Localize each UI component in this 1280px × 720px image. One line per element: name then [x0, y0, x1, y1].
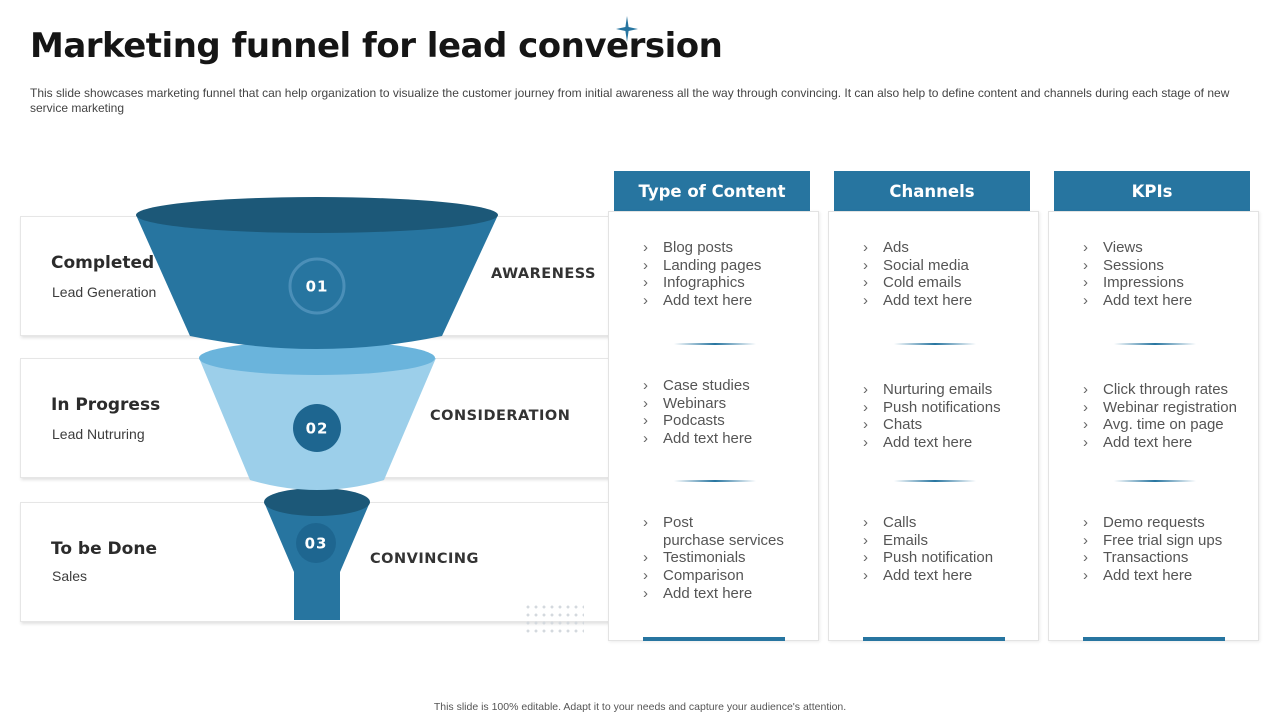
list-item: purchase services	[663, 531, 784, 549]
footer-note: This slide is 100% editable. Adapt it to…	[433, 701, 847, 713]
list-item: Free trial sign ups	[1083, 532, 1222, 550]
list-item: Add text here	[863, 292, 972, 310]
item-list: Demo requests Free trial sign ups Transa…	[1083, 514, 1222, 585]
item-list: Blog posts Landing pages Infographics Ad…	[643, 239, 761, 310]
list-item: Click through rates	[1083, 381, 1237, 399]
stage-status: To be Done	[51, 539, 157, 559]
divider	[674, 480, 756, 482]
list-item: Webinar registration	[1083, 399, 1237, 417]
funnel-stage-01: 01	[136, 197, 498, 349]
item-list: Nurturing emails Push notifications Chat…	[863, 381, 1001, 452]
column-card-content-type: Blog posts Landing pages Infographics Ad…	[608, 211, 819, 641]
list-item: Add text here	[643, 585, 784, 603]
list-item: Add text here	[863, 567, 993, 585]
list-item: Transactions	[1083, 549, 1222, 567]
column-card-channels: Ads Social media Cold emails Add text he…	[828, 211, 1039, 641]
item-list: Click through rates Webinar registration…	[1083, 381, 1237, 452]
list-item: Add text here	[1083, 292, 1192, 310]
list-item: Demo requests	[1083, 514, 1222, 532]
list-item: Push notifications	[863, 399, 1001, 417]
item-list: Ads Social media Cold emails Add text he…	[863, 239, 972, 310]
funnel-diagram: 03 02 01	[136, 197, 498, 620]
item-list: Post purchase services Testimonials Comp…	[643, 514, 784, 603]
list-item: Impressions	[1083, 274, 1192, 292]
list-item: Views	[1083, 239, 1192, 257]
list-item: Add text here	[863, 434, 1001, 452]
column-header-channels: Channels	[834, 171, 1030, 211]
funnel-stage-03: 03	[264, 488, 370, 620]
list-item: Add text here	[643, 430, 752, 448]
column-card-kpis: Views Sessions Impressions Add text here…	[1048, 211, 1259, 641]
list-item: Social media	[863, 257, 972, 275]
stage-description: Lead Nutruring	[52, 426, 145, 442]
column-accent-bar	[643, 637, 785, 641]
stage-number-badge	[296, 523, 336, 563]
list-item: Comparison	[643, 567, 784, 585]
item-list: Views Sessions Impressions Add text here	[1083, 239, 1192, 310]
list-item: Testimonials	[643, 549, 784, 567]
column-header-content-type: Type of Content	[614, 171, 810, 211]
list-item: Infographics	[643, 274, 761, 292]
stage-number: 01	[306, 278, 329, 296]
list-item: Webinars	[643, 395, 752, 413]
list-item: Calls	[863, 514, 993, 532]
stage-number-badge	[288, 257, 346, 315]
stage-status: Completed	[51, 253, 155, 273]
divider	[894, 480, 976, 482]
list-item: Landing pages	[643, 257, 761, 275]
funnel-stage-02: 02	[199, 341, 436, 490]
list-item: Sessions	[1083, 257, 1192, 275]
stage-label-awareness: AWARENESS	[491, 266, 596, 282]
page-subtitle: This slide showcases marketing funnel th…	[30, 86, 1230, 115]
dot-pattern	[524, 603, 584, 635]
divider	[674, 343, 756, 345]
stage-status: In Progress	[51, 395, 161, 415]
list-item: Ads	[863, 239, 972, 257]
list-item: Post	[643, 514, 784, 532]
stage-label-convincing: CONVINCING	[370, 551, 479, 567]
column-accent-bar	[1083, 637, 1225, 641]
list-item: Cold emails	[863, 274, 972, 292]
list-item: Avg. time on page	[1083, 416, 1237, 434]
item-list: Calls Emails Push notification Add text …	[863, 514, 993, 585]
stage-description: Sales	[52, 568, 88, 584]
column-accent-bar	[863, 637, 1005, 641]
list-item: Podcasts	[643, 412, 752, 430]
stage-number: 02	[306, 420, 329, 438]
stage-description: Lead Generation	[52, 284, 157, 300]
list-item: Nurturing emails	[863, 381, 1001, 399]
stage-label-consideration: CONSIDERATION	[430, 408, 571, 424]
list-item: Blog posts	[643, 239, 761, 257]
list-item: Case studies	[643, 377, 752, 395]
list-item: Add text here	[1083, 434, 1237, 452]
item-list: Case studies Webinars Podcasts Add text …	[643, 377, 752, 448]
divider	[1114, 343, 1196, 345]
stage-number-badge	[293, 404, 341, 452]
column-header-kpis: KPIs	[1054, 171, 1250, 211]
page-title: Marketing funnel for lead conversion	[30, 26, 723, 66]
list-item: Add text here	[1083, 567, 1222, 585]
divider	[894, 343, 976, 345]
list-item: Emails	[863, 532, 993, 550]
list-item: Push notification	[863, 549, 993, 567]
divider	[1114, 480, 1196, 482]
sparkle-icon	[616, 16, 638, 42]
stage-number: 03	[305, 535, 328, 553]
list-item: Chats	[863, 416, 1001, 434]
list-item: Add text here	[643, 292, 761, 310]
